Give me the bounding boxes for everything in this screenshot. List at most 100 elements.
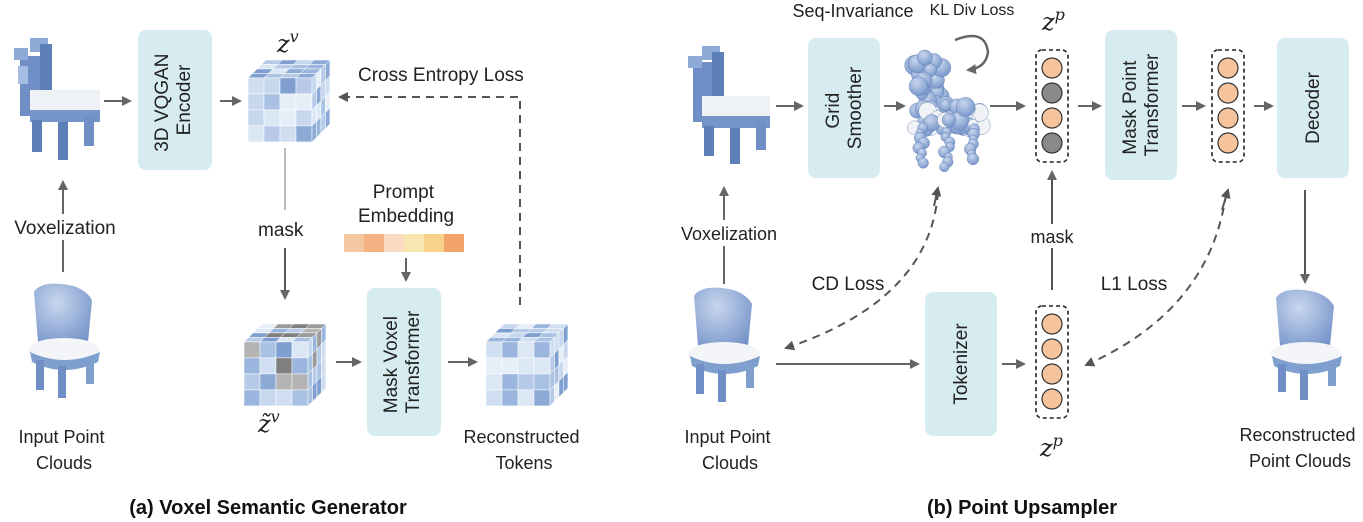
blob-point: [966, 152, 980, 166]
token-column-frame: [1211, 49, 1245, 163]
caption-right: (b) Point Upsampler: [927, 497, 1117, 519]
cube-front-cell: [275, 341, 293, 359]
reconstructed-point-chair: [1270, 289, 1342, 400]
cube-front-cell: [291, 341, 309, 359]
token-orange: [1041, 363, 1063, 385]
cube-front-cell: [275, 373, 293, 391]
voxelization-bg-right: [672, 220, 784, 246]
mask-point-transformer-label: Mask Point Transformer: [1120, 53, 1163, 156]
cube-front-cell: [263, 77, 281, 95]
l1-loss-dashed-arrow: [1084, 193, 1227, 367]
token-masked: [1041, 82, 1063, 104]
cube-front-cell: [533, 373, 551, 391]
token-column-frame: [1035, 49, 1069, 163]
prompt-embedding-cell: [344, 234, 364, 252]
decoder-label: Decoder: [1303, 71, 1324, 143]
cube-front-cell: [295, 125, 313, 143]
prompt-embedding-cell: [404, 234, 424, 252]
cube-front-cell: [247, 93, 265, 111]
cube-front-cell: [291, 373, 309, 391]
cube-front-cell: [243, 389, 261, 407]
cube-front-cell: [279, 125, 297, 143]
grid-smoother-box: [808, 38, 880, 178]
cube-front-cell: [279, 109, 297, 127]
mask-label-left: mask: [258, 220, 304, 241]
prompt-embedding-cell: [424, 234, 444, 252]
token-cube-top: [247, 59, 331, 143]
vqgan-encoder-label: 3D VQGAN Encoder: [152, 48, 195, 151]
kl-div-loss-label: KL Div Loss: [930, 2, 1015, 19]
caption-left: (a) Voxel Semantic Generator: [129, 497, 407, 519]
cube-front-cell: [243, 341, 261, 359]
blob-point: [955, 97, 976, 117]
cube-front-cell: [501, 389, 519, 407]
input-point-clouds-label-left: Input Point Clouds: [18, 427, 109, 473]
prompt-embedding-strip: [344, 234, 464, 252]
reconstructed-token-cube: [485, 323, 569, 407]
cd-loss-label: CD Loss: [812, 274, 885, 295]
cube-front-cell: [263, 109, 281, 127]
blob-point: [917, 157, 929, 169]
cd-loss-arrow-head-top: [931, 186, 942, 207]
cube-front-cell: [247, 125, 265, 143]
token-orange: [1041, 388, 1063, 410]
blob-point: [941, 113, 956, 128]
reconstructed-point-clouds-label: Reconstructed Point Clouds: [1239, 425, 1360, 471]
token-orange: [1041, 57, 1063, 79]
token-column-frame: [1035, 305, 1069, 419]
cube-front-cell: [501, 357, 519, 375]
grid-smoother-label: Grid Smoother: [823, 66, 866, 149]
cube-front-cell: [243, 373, 261, 391]
voxelization-label-left: Voxelization: [14, 218, 115, 239]
cube-front-cell: [279, 93, 297, 111]
l1-loss-arrow-head-top: [1220, 188, 1231, 211]
voxelization-bg-left: [8, 214, 118, 240]
blob-point: [917, 49, 933, 66]
token-orange: [1217, 82, 1239, 104]
kl-rotation-arrow: [954, 34, 990, 75]
prompt-embedding-cell: [364, 234, 384, 252]
zp-bottom-label: zp: [1039, 431, 1063, 462]
token-column-ground-truth: [1035, 305, 1069, 419]
cube-front-cell: [517, 373, 535, 391]
mask-voxel-transformer-label: Mask Voxel Transformer: [381, 310, 424, 413]
mask-bg-right: [1026, 224, 1080, 248]
cube-front-cell: [275, 389, 293, 407]
cube-front-cell: [533, 341, 551, 359]
cube-front-cell: [295, 109, 313, 127]
token-orange: [1041, 338, 1063, 360]
token-orange: [1217, 57, 1239, 79]
cube-front-cell: [275, 357, 293, 375]
token-column-predicted: [1211, 49, 1245, 163]
cube-side-cell: [325, 107, 331, 130]
cube-front-cell: [247, 77, 265, 95]
prompt-embedding-cell: [444, 234, 464, 252]
cube-front-cell: [259, 389, 277, 407]
cube-front-cell: [263, 125, 281, 143]
tokenizer-label: Tokenizer: [951, 323, 972, 405]
cube-front-cell: [501, 373, 519, 391]
cube-front-cell: [259, 373, 277, 391]
cube-front-cell: [517, 341, 535, 359]
blob-point: [908, 76, 929, 96]
cube-front-cell: [259, 357, 277, 375]
voxel-chair-left: [14, 38, 100, 160]
cube-front-cell: [295, 93, 313, 111]
voxel-chair-right: [688, 46, 770, 164]
cube-front-cell: [295, 77, 313, 95]
cube-front-cell: [291, 389, 309, 407]
cube-front-cell: [485, 389, 503, 407]
zp-top-label: zp: [1041, 5, 1065, 36]
decoder-box: [1277, 38, 1349, 178]
cd-loss-dashed-arrow: [784, 191, 939, 351]
mask-label-right: mask: [1030, 227, 1074, 247]
vqgan-encoder-box: [138, 30, 212, 170]
cube-front-cell: [485, 373, 503, 391]
cube-front-cell: [485, 341, 503, 359]
cube-front-cell: [533, 357, 551, 375]
voxelization-label-right: Voxelization: [681, 224, 777, 244]
token-orange: [1217, 107, 1239, 129]
prompt-embedding-cell: [384, 234, 404, 252]
cube-front-cell: [517, 389, 535, 407]
